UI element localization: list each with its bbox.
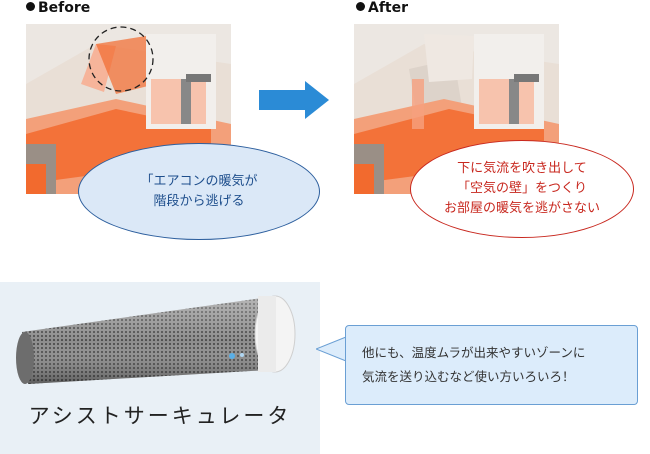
before-room-illustration [26, 24, 231, 194]
after-label-text: After [368, 0, 409, 16]
before-speech-bubble: 「エアコンの暖気が 階段から逃げる [78, 143, 320, 240]
product-name: アシストサーキュレータ [28, 404, 292, 428]
bullet-dot-icon [356, 2, 365, 11]
before-bubble-line2: 階段から逃げる [153, 193, 245, 209]
before-label-text: Before [38, 0, 91, 16]
after-bubble-line1: 下に気流を吹き出して [457, 161, 587, 176]
feature-note: 他にも、温度ムラが出来やすいゾーンに 気流を送り込むなど使い方いろいろ！ [345, 325, 638, 405]
arrow-right-icon [259, 81, 329, 119]
before-label: Before [26, 0, 90, 16]
note-line2: 気流を送り込むなど使い方いろいろ！ [362, 369, 575, 384]
after-bubble-line2: 「空気の壁」をつくり [456, 181, 587, 196]
after-speech-bubble: 下に気流を吹き出して 「空気の壁」をつくり お部屋の暖気を逃がさない [410, 140, 634, 238]
circulator-image [16, 295, 296, 384]
after-bubble-line3: お部屋の暖気を逃がさない [443, 201, 600, 216]
bullet-dot-icon [26, 2, 35, 11]
note-line1: 他にも、温度ムラが出来やすいゾーンに [362, 345, 586, 360]
product-panel [0, 282, 320, 454]
after-label: After [356, 0, 408, 16]
before-bubble-line1: 「エアコンの暖気が [140, 173, 258, 189]
